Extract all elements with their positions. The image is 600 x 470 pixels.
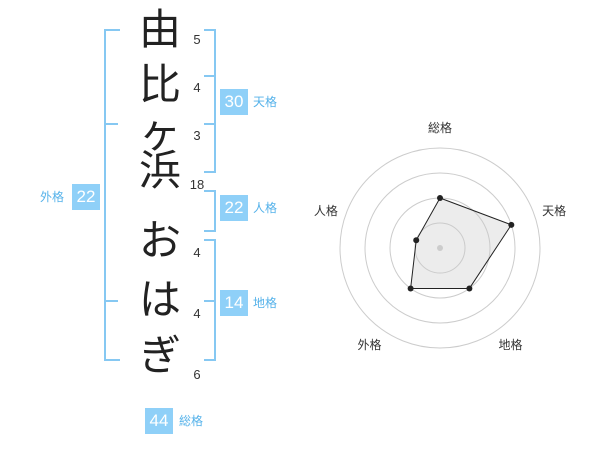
chikaku-label: 地格 bbox=[253, 296, 278, 310]
radar-ring bbox=[339, 147, 541, 349]
soukaku-label: 総格 bbox=[179, 414, 204, 428]
stroke-count: 18 bbox=[189, 177, 205, 192]
given-char-3: ぎ bbox=[138, 331, 181, 380]
gaikaku-value-badge: 22 bbox=[72, 184, 100, 210]
bracket-tick bbox=[204, 123, 214, 125]
radar-point bbox=[437, 195, 443, 201]
radar-point bbox=[466, 285, 473, 292]
soukaku-value-badge: 44 bbox=[145, 408, 173, 434]
radar-axis-label: 天格 bbox=[542, 203, 566, 218]
radar-axis-label: 地格 bbox=[499, 337, 523, 352]
bracket-tick bbox=[104, 123, 118, 125]
chikaku-value-badge: 14 bbox=[220, 290, 248, 316]
jinkaku-label: 人格 bbox=[253, 201, 278, 215]
stroke-count: 4 bbox=[193, 306, 201, 321]
radar-area bbox=[410, 197, 513, 289]
tenkaku-label: 天格 bbox=[253, 95, 278, 109]
radar-axis-label: 人格 bbox=[314, 203, 338, 218]
stroke-count: 6 bbox=[193, 367, 201, 382]
given-char-1: お bbox=[138, 216, 181, 265]
stroke-count: 3 bbox=[193, 128, 201, 143]
radar-point bbox=[508, 221, 515, 228]
bracket-tick bbox=[204, 300, 214, 302]
tenkaku-bracket bbox=[204, 29, 216, 173]
radar-point bbox=[407, 285, 414, 292]
bracket-tick bbox=[204, 75, 214, 77]
jinkaku-bracket bbox=[204, 190, 216, 232]
given-char-2: は bbox=[138, 275, 181, 324]
radar-axis-label: 外格 bbox=[357, 337, 381, 352]
stroke-count: 5 bbox=[193, 32, 201, 47]
stroke-count: 4 bbox=[193, 245, 201, 260]
radar-point bbox=[413, 237, 420, 244]
jinkaku-value-badge: 22 bbox=[220, 195, 248, 221]
surname-char-1: 由 bbox=[138, 5, 181, 54]
surname-char-4: 浜 bbox=[138, 146, 181, 195]
tenkaku-value-badge: 30 bbox=[220, 89, 248, 115]
surname-char-3: ヶ bbox=[138, 108, 181, 157]
stroke-count: 4 bbox=[193, 80, 201, 95]
radar-center-dot bbox=[437, 245, 443, 251]
gaikaku-label: 外格 bbox=[40, 190, 65, 204]
chikaku-bracket bbox=[204, 239, 216, 361]
surname-char-2: 比 bbox=[138, 60, 181, 109]
radar-ring bbox=[364, 172, 516, 324]
bracket-tick bbox=[104, 300, 118, 302]
gaikaku-bracket bbox=[104, 29, 120, 361]
radar-axis-label: 総格 bbox=[428, 120, 452, 135]
